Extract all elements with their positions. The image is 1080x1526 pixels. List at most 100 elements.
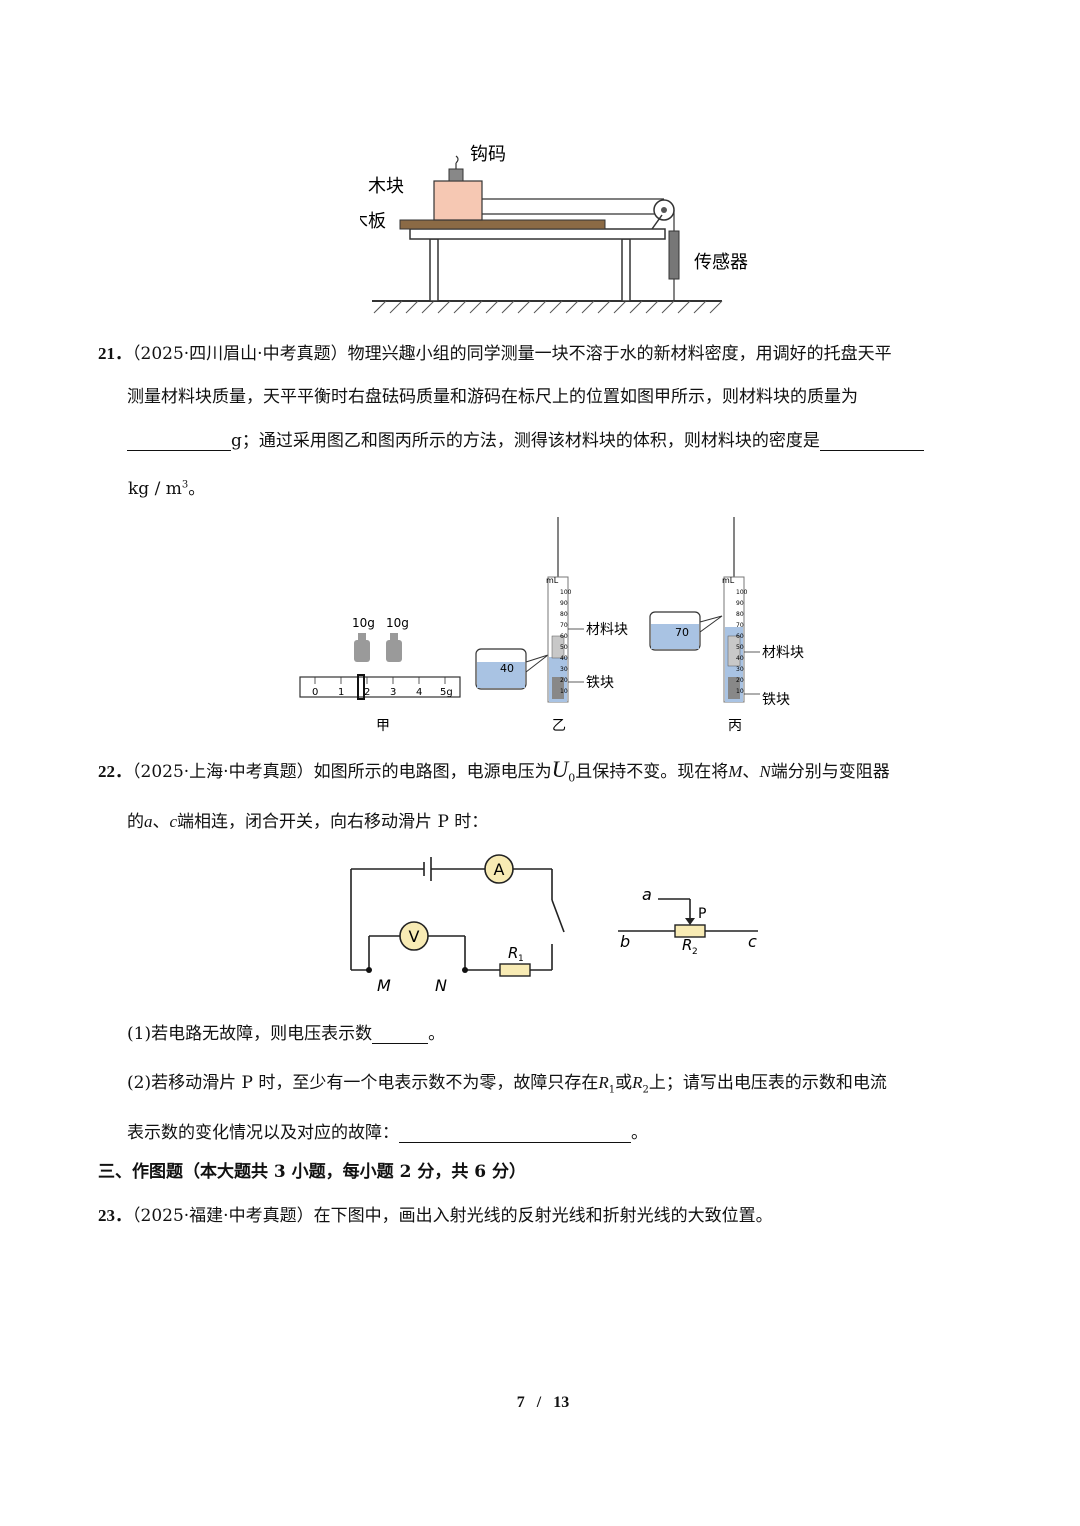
cyl-tick: 90 <box>560 600 568 607</box>
label-a: a <box>642 885 652 904</box>
q22-text2a: 的 <box>127 812 144 832</box>
q22-N: N <box>759 762 771 781</box>
voltmeter <box>399 921 429 951</box>
cyl-tick: 40 <box>560 655 568 662</box>
caption-yi: 乙 <box>552 718 566 734</box>
q22-source: （2025·上海·中考真题） <box>132 762 314 782</box>
page-total: 13 <box>553 1394 570 1411</box>
label-b: b <box>620 932 630 951</box>
page-footer: 7 / 13 <box>0 1394 1080 1412</box>
resistor-R1 <box>499 963 531 977</box>
R1-label: R <box>508 944 518 962</box>
q22-sep2: 、 <box>152 812 170 832</box>
cyl-tick: 80 <box>736 611 744 618</box>
cyl-tick: 40 <box>736 655 744 662</box>
cyl-tick: 20 <box>560 677 568 684</box>
q23-line: 23．（2025·福建·中考真题）在下图中，画出入射光线的反射光线和折射光线的大… <box>98 1201 773 1226</box>
cyl-tick: 70 <box>560 622 568 629</box>
ml-label-bing: mL <box>722 576 735 585</box>
scale-tick: 2 <box>364 687 370 698</box>
q21-unit-line: kg / m3。 <box>128 474 205 499</box>
q22-line2: 的a、c端相连，闭合开关，向右移动滑片 P 时： <box>127 807 488 832</box>
q21-number: 21． <box>98 344 132 363</box>
q22-sub1-end: 。 <box>428 1024 446 1044</box>
caption-jia: 甲 <box>376 718 390 734</box>
zoom-yi-value: 40 <box>500 662 514 675</box>
ammeter-label: A <box>494 860 505 879</box>
label-hook-weight: 钩码 <box>470 144 506 165</box>
cyl-tick: 80 <box>560 611 568 618</box>
slider-P-arrow <box>685 918 695 925</box>
q22-sub1: (1)若电路无故障，则电压表示数。 <box>127 1019 445 1044</box>
wood-block <box>433 180 483 221</box>
q22-text1c: 端分别与变阻器 <box>770 762 890 782</box>
label-c: c <box>748 932 757 951</box>
q22-u0: U <box>551 757 569 782</box>
q21-line2: 测量材料块质量，天平平衡时右盘砝码质量和游码在标尺上的位置如图甲所示，则材料块的… <box>127 387 858 407</box>
page-number: 7 <box>516 1394 525 1411</box>
label-board: 木板 <box>360 211 386 232</box>
weight1-label: 10g <box>352 616 375 630</box>
q22-text2b: 端相连，闭合开关，向右移动滑片 P 时： <box>177 812 489 832</box>
terminal-M <box>366 967 372 973</box>
q22-sub2c: 表示数的变化情况以及对应的故障： <box>127 1123 399 1143</box>
scale-tick: 3 <box>390 687 396 698</box>
q22-sub2-R1: R <box>598 1073 609 1092</box>
table-leg-left <box>429 238 439 302</box>
q22-u0-sub: 0 <box>568 771 576 785</box>
scale-tick: 1 <box>338 687 344 698</box>
section3-title: 三、作图题（本大题共 3 小题，每小题 2 分，共 6 分） <box>98 1162 526 1182</box>
label-sensor: 传感器 <box>694 252 748 273</box>
q22-M: M <box>728 762 743 781</box>
q22-sub2-blank[interactable] <box>399 1124 631 1143</box>
q22-line1: 22．（2025·上海·中考真题）如图所示的电路图，电源电压为U0且保持不变。现… <box>98 757 890 784</box>
label-N: N <box>435 976 447 995</box>
cyl-tick: 70 <box>736 622 744 629</box>
cyl-tick: 20 <box>736 677 744 684</box>
q21-mass-blank[interactable] <box>127 432 231 451</box>
cyl-tick: 100 <box>560 589 572 596</box>
label-material-yi: 材料块 <box>586 622 628 638</box>
q22-sub2-end: 。 <box>631 1123 648 1143</box>
ammeter <box>484 854 514 884</box>
cyl-tick: 50 <box>560 644 568 651</box>
balance-scale <box>299 676 461 698</box>
scale-tick: 4 <box>416 687 422 698</box>
q22-sub2b: 上；请写出电压表的示数和电流 <box>648 1073 887 1093</box>
weight1 <box>354 633 370 662</box>
q22-sep: 、 <box>742 762 760 782</box>
q23-source: （2025·福建·中考真题） <box>132 1206 314 1226</box>
q23-text: 在下图中，画出入射光线的反射光线和折射光线的大致位置。 <box>313 1206 773 1226</box>
cyl-tick: 100 <box>736 589 748 596</box>
R2-sub: 2 <box>692 947 698 957</box>
cyl-tick: 10 <box>560 688 568 695</box>
ml-label-yi: mL <box>546 576 559 585</box>
q21-unit-sup: 3 <box>181 479 189 491</box>
q21-text1: 物理兴趣小组的同学测量一块不溶于水的新材料密度，用调好的托盘天平 <box>347 344 892 364</box>
label-P: P <box>698 906 706 922</box>
label-iron-bing: 铁块 <box>762 692 790 708</box>
terminal-N <box>462 967 468 973</box>
q22-rheostat-figure: a P b c R 2 <box>618 885 758 957</box>
q22-sub1-blank[interactable] <box>372 1025 429 1044</box>
label-M: M <box>377 976 391 995</box>
caption-bing: 丙 <box>728 718 742 734</box>
cyl-tick: 10 <box>736 688 744 695</box>
table-leg-right <box>621 238 631 302</box>
table-top <box>409 228 666 240</box>
q22-circuit-figure: A V R 1 M N <box>350 854 565 995</box>
q21-density-blank[interactable] <box>819 432 924 451</box>
label-block: 木块 <box>368 176 404 197</box>
q21-end: 。 <box>188 479 206 499</box>
friction-experiment-figure: 钩码 木块 木板 传感器 <box>360 144 748 314</box>
q22-sub2-R2: R <box>632 1073 643 1092</box>
page-separator: / <box>536 1394 542 1411</box>
q21-figure: 10g 10g 0 1 2 3 4 5g 甲 40 mL 100 90 80 7… <box>299 517 804 734</box>
q21-unit: kg / m <box>128 479 182 499</box>
q21-line1: 21．（2025·四川眉山·中考真题）物理兴趣小组的同学测量一块不溶于水的新材料… <box>98 339 892 364</box>
q22-sub2: (2)若移动滑片 P 时，至少有一个电表示数不为零，故障只存在R1或R2上；请写… <box>127 1068 887 1095</box>
hook-weight <box>448 168 464 182</box>
cyl-tick: 30 <box>560 666 568 673</box>
q22-text1b: 且保持不变。现在将 <box>575 762 729 782</box>
cyl-tick: 90 <box>736 600 744 607</box>
